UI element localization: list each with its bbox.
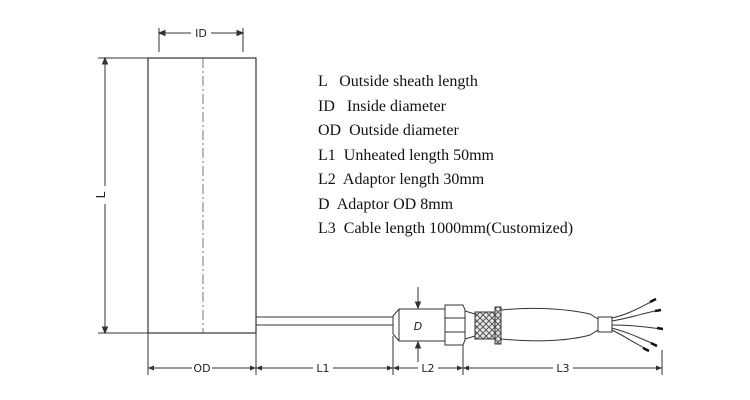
legend-row-od: OD Outside diameter [318,119,573,144]
unheated-sheath [256,316,393,326]
cable-body [500,307,599,342]
legend-description: Unheated length 50mm [343,146,494,164]
lead-wire-tips [642,297,664,353]
legend-row-l1: L1 Unheated length 50mm [318,144,573,169]
legend-symbol: L [318,73,328,90]
braid-end-cap [494,306,502,345]
legend-row-d: D Adaptor OD 8mm [318,193,573,218]
bottom-dimension-arrows [148,365,662,371]
legend-row-l3: L3 Cable length 1000mm(Customized) [318,217,573,242]
l-dimension-label: L [94,191,108,198]
legend-symbol: L1 [318,146,336,164]
d-dimension [414,287,422,362]
legend-description: Inside diameter [346,97,446,115]
legend: L Outside sheath length ID Inside diamet… [318,70,573,242]
legend-row-id: ID Inside diameter [318,95,573,120]
heater-body [147,57,257,334]
od-dimension-label: OD [193,362,210,375]
l2-dimension-label: L2 [421,362,434,375]
braided-sleeve [474,311,498,340]
legend-description: Cable length 1000mm(Customized) [343,220,574,237]
id-dimension-label: ID [195,27,207,40]
cable-end-sleeve [597,316,613,333]
l3-dimension-label: L3 [556,362,569,375]
legend-description: Outside sheath length [339,73,478,90]
legend-row-l: L Outside sheath length [318,70,573,95]
legend-symbol: OD [318,122,342,139]
adaptor [392,304,476,346]
legend-row-l2: L2 Adaptor length 30mm [318,168,573,193]
legend-symbol: L3 [318,220,336,237]
legend-symbol: D [318,195,330,213]
l1-dimension-label: L1 [316,362,329,375]
legend-symbol: L2 [318,171,336,188]
legend-description: Adaptor OD 8mm [336,195,454,213]
id-dimension [157,28,245,52]
adaptor-d-label: D [414,320,422,333]
legend-description: Outside diameter [349,122,459,139]
lead-wires [611,299,663,351]
legend-description: Adaptor length 30mm [342,171,485,188]
legend-symbol: ID [318,97,335,115]
l-dimension [98,56,148,335]
